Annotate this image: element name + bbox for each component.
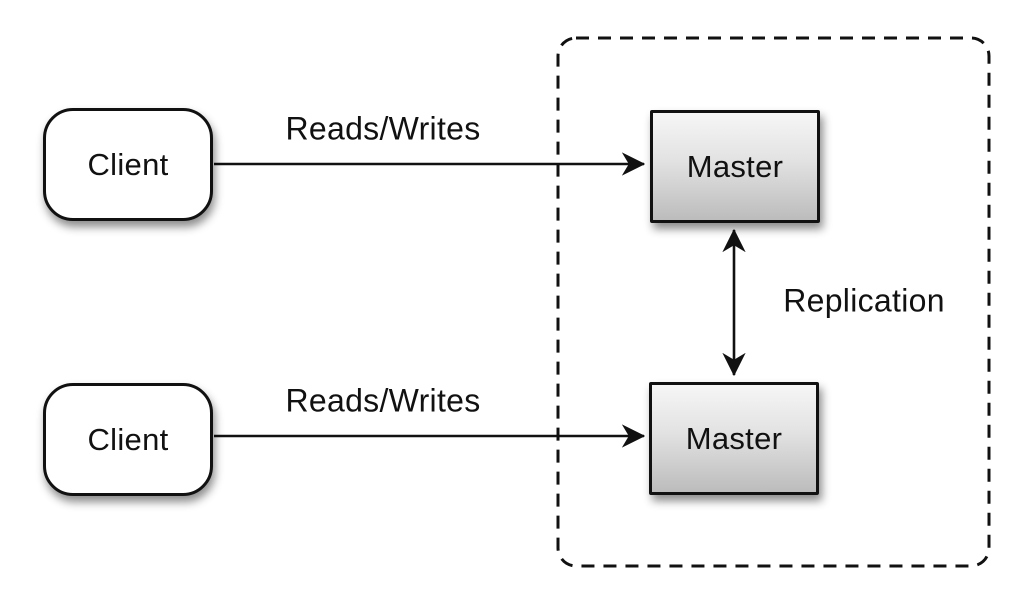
node-master-bottom-label: Master [685,420,783,456]
node-master-bottom: Master [649,382,819,495]
node-client-bottom-label: Client [87,421,169,457]
edge-label-replication: Replication [783,282,945,319]
node-client-top-label: Client [87,146,169,182]
node-client-bottom: Client [43,383,213,496]
node-master-top-label: Master [686,148,784,184]
edge-label-reads-writes-top: Reads/Writes [285,110,481,147]
master-cluster-boundary [556,36,991,568]
node-client-top: Client [43,108,213,221]
edge-label-reads-writes-bottom: Reads/Writes [285,382,481,419]
node-master-top: Master [650,110,820,223]
